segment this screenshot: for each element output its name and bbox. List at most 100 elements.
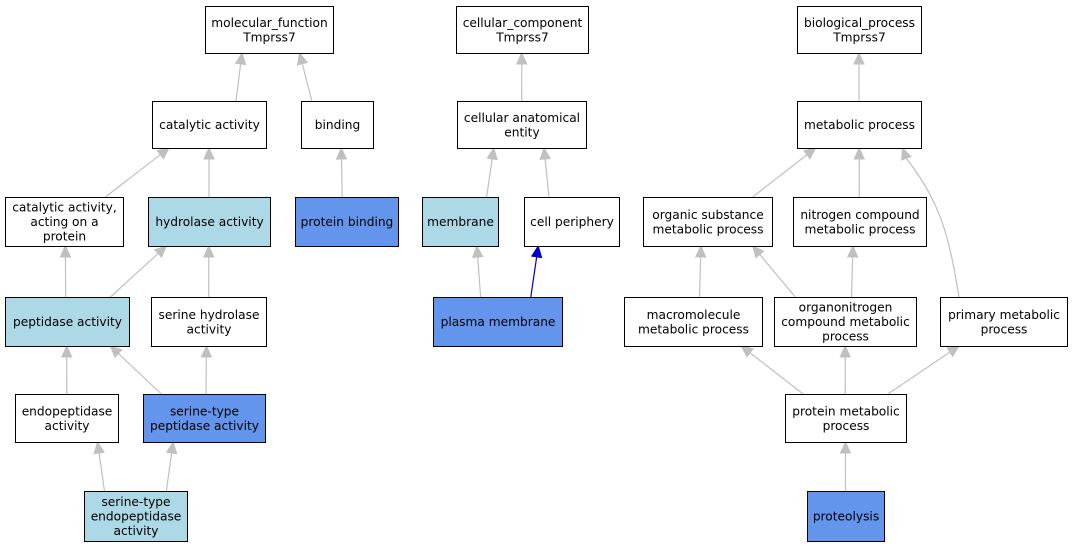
node-label: Tmprss7 [242, 30, 296, 44]
node-box [797, 101, 922, 149]
node-box [433, 297, 563, 347]
node-label: cellular anatomical [464, 111, 580, 125]
node-proteo: proteolysis [807, 491, 885, 542]
node-label: endopeptidase [22, 404, 113, 418]
node-label: macromolecule [647, 308, 741, 322]
node-box [793, 197, 927, 247]
node-label: metabolic process [653, 222, 764, 236]
node-metab: metabolic process [797, 101, 922, 149]
node-box [301, 101, 374, 149]
node-box [151, 297, 267, 347]
node-box [457, 101, 587, 149]
edge-plasma-to-cellper [530, 244, 543, 298]
edge-macro-to-orgsub [694, 244, 707, 298]
node-label: nitrogen compound [800, 208, 919, 222]
node-label: entity [504, 125, 539, 139]
node-box [643, 197, 773, 247]
node-label: organonitrogen [799, 301, 893, 315]
node-box [807, 491, 885, 542]
node-label: catalytic activity [159, 118, 260, 132]
node-label: binding [315, 118, 360, 132]
node-plasma: plasma membrane [433, 297, 563, 347]
node-label: Tmprss7 [495, 30, 549, 44]
edge-protmet-to-primary [887, 345, 961, 395]
node-label: process [981, 322, 1028, 336]
node-box [152, 101, 267, 149]
edge-endo-to-pept [60, 344, 73, 395]
node-box [84, 491, 188, 542]
edge-cae-to-cc [515, 51, 528, 102]
edge-hydro-to-cat [203, 146, 215, 197]
edge-serendo-to-endo [93, 440, 106, 492]
node-box [295, 197, 399, 247]
node-binding: binding [301, 101, 374, 149]
edge-pept-to-hydro [109, 245, 168, 298]
edge-primary-to-metab [901, 146, 960, 298]
edge-orgsub-to-metab [752, 147, 817, 198]
node-box [15, 394, 119, 443]
edge-binding-to-mf [296, 51, 313, 102]
node-label: protein metabolic [792, 404, 899, 418]
edge-proteo-to-protmet [839, 440, 852, 491]
node-label: protein [43, 230, 86, 244]
node-label: hydrolase activity [155, 215, 263, 229]
edge-cellper-to-cae [539, 146, 551, 198]
node-label: molecular_function [211, 16, 327, 30]
node-label: primary metabolic [948, 308, 1060, 322]
node-box [5, 297, 130, 347]
edge-sertype-to-serhyd [200, 344, 213, 395]
node-box [624, 297, 763, 347]
node-box [5, 197, 124, 247]
node-box [205, 6, 334, 54]
node-cat: catalytic activity [152, 101, 267, 149]
node-label: acting on a [30, 215, 98, 229]
node-hydro: hydrolase activity [148, 197, 271, 247]
node-label: cellular_component [463, 16, 583, 30]
edge-organo-to-orgsub [751, 245, 796, 298]
node-label: membrane [427, 215, 494, 229]
node-label: activity [45, 419, 90, 433]
edge-metab-to-bp [853, 51, 865, 101]
edge-nitro-to-metab [853, 146, 866, 198]
node-label: process [823, 419, 870, 433]
node-label: proteolysis [813, 510, 879, 524]
node-box [422, 197, 499, 247]
node-box [524, 197, 620, 247]
node-label: organic substance [652, 208, 763, 222]
node-box [797, 6, 922, 54]
node-label: Tmprss7 [832, 30, 886, 44]
node-label: metabolic process [805, 222, 916, 236]
node-label: activity [114, 524, 159, 538]
node-label: serine-type [101, 495, 170, 509]
edge-sertype-to-pept [109, 345, 162, 395]
node-pept: peptidase activity [5, 297, 130, 347]
node-label: metabolic process [804, 118, 915, 132]
edge-organo-to-nitro [846, 244, 859, 298]
node-label: catalytic activity, [12, 201, 117, 215]
node-membrane: membrane [422, 197, 499, 247]
node-box [148, 197, 271, 247]
edge-serendo-to-sertype [165, 440, 178, 492]
node-box [143, 394, 266, 443]
edge-pept-to-catprot [59, 244, 72, 298]
edge-protmet-to-organo [839, 344, 852, 395]
node-label: metabolic process [638, 322, 749, 336]
edge-protmet-to-macro [740, 345, 804, 395]
node-box [456, 6, 589, 54]
node-label: cell periphery [530, 215, 614, 229]
node-label: peptidase activity [150, 419, 259, 433]
edge-membrane-to-cae [486, 146, 498, 198]
